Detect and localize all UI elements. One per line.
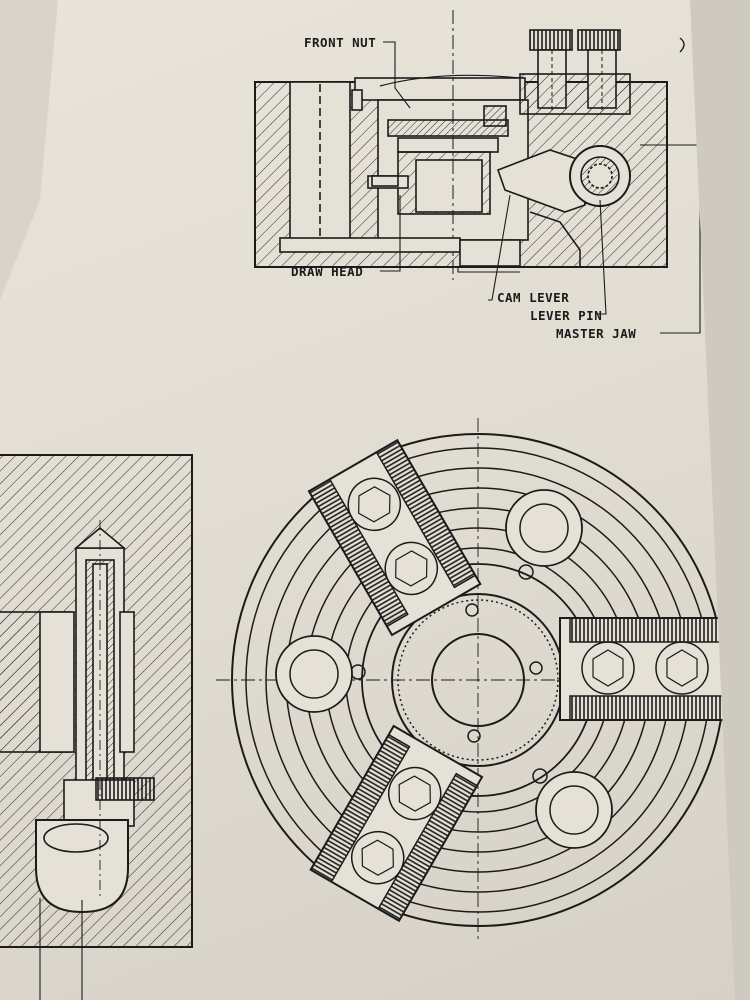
section-view xyxy=(254,10,668,280)
chuck-front-view xyxy=(216,418,740,942)
label-lever-pin: LEVER PIN xyxy=(530,308,603,323)
label-master-jaw: MASTER JAW xyxy=(556,326,637,341)
counterbore-holes xyxy=(275,489,613,849)
label-cam-lever: CAM LEVER xyxy=(497,290,570,305)
left-section-view xyxy=(0,454,193,1000)
callout-leaders xyxy=(380,37,701,334)
jaw-right xyxy=(559,617,727,721)
jaw-upper-left xyxy=(307,438,482,637)
jaw-lower-left xyxy=(309,724,484,923)
label-front-nut: FRONT NUT xyxy=(304,35,377,50)
label-draw-head: DRAW HEAD xyxy=(291,264,364,279)
page-edge xyxy=(690,0,750,1000)
page-fold xyxy=(0,0,58,300)
